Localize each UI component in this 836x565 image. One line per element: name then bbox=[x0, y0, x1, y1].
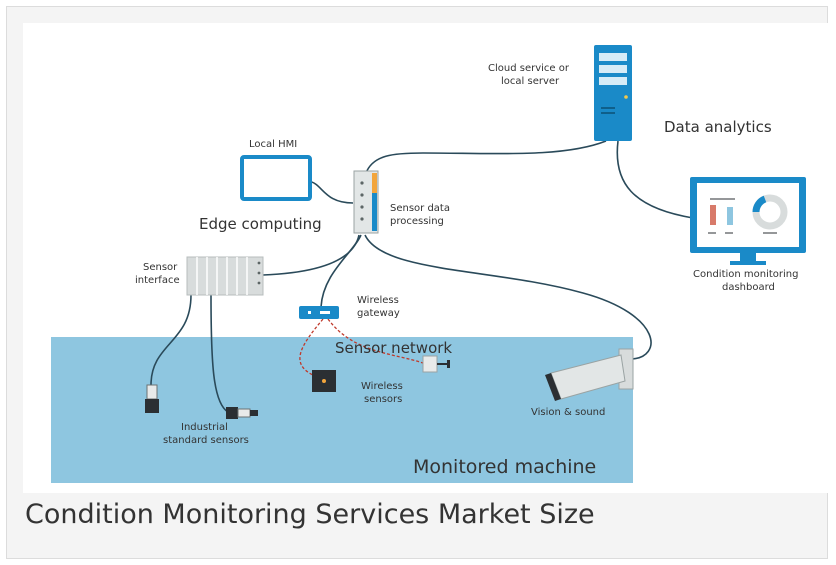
sensor-data-label-line1: Sensor data bbox=[390, 203, 450, 214]
vision-sound-label: Vision & sound bbox=[531, 407, 605, 418]
cable-server-dashboard bbox=[616, 140, 694, 219]
dashboard-monitor-icon bbox=[690, 177, 806, 265]
cable-server-edge bbox=[365, 140, 607, 174]
figure-card: Cloud service or local server Data analy… bbox=[6, 6, 829, 559]
wireless-sensors-label-line1: Wireless bbox=[361, 381, 403, 392]
cable-hmi-edge bbox=[307, 180, 354, 204]
condition-monitoring-diagram: Cloud service or local server Data analy… bbox=[51, 45, 806, 483]
sensor-interface-icon bbox=[186, 256, 264, 296]
sensor-interface-label-line2: interface bbox=[135, 275, 180, 286]
cable-interface-sensor1 bbox=[150, 294, 192, 386]
cable-edge-interface bbox=[262, 234, 360, 276]
industrial-sensor-horizontal-icon bbox=[226, 407, 258, 419]
cloud-service-label-line2: local server bbox=[501, 76, 560, 87]
vision-camera-icon bbox=[545, 348, 634, 401]
wireless-sensor-probe-icon bbox=[422, 355, 450, 373]
monitored-machine-label: Monitored machine bbox=[413, 456, 596, 478]
cable-edge-gateway bbox=[320, 234, 362, 308]
sensor-network-label: Sensor network bbox=[335, 339, 452, 357]
sensor-interface-label-line1: Sensor bbox=[143, 262, 178, 273]
dashboard-label-line1: Condition monitoring bbox=[693, 269, 799, 280]
wireless-sensors-label-line2: sensors bbox=[364, 394, 402, 405]
edge-computing-label: Edge computing bbox=[199, 215, 322, 233]
wireless-gateway-label-line2: gateway bbox=[357, 308, 400, 319]
cloud-service-label-line1: Cloud service or bbox=[488, 63, 570, 74]
cloud-server-icon bbox=[594, 45, 632, 141]
diagram-image: Cloud service or local server Data analy… bbox=[23, 23, 829, 493]
wireless-gateway-label-line1: Wireless bbox=[357, 295, 399, 306]
wireless-link-2 bbox=[327, 318, 424, 364]
wireless-links bbox=[299, 318, 424, 376]
cable-edge-vision bbox=[364, 234, 652, 360]
industrial-sensors-label-line1: Industrial bbox=[181, 422, 228, 433]
edge-computing-icon bbox=[353, 170, 379, 234]
industrial-sensors-label-line2: standard sensors bbox=[163, 435, 249, 446]
local-hmi-label: Local HMI bbox=[249, 139, 297, 150]
wireless-gateway-icon bbox=[299, 306, 339, 319]
wireless-link-1 bbox=[299, 318, 324, 376]
cable-interface-sensor2 bbox=[210, 294, 229, 413]
dashboard-label-line2: dashboard bbox=[722, 282, 775, 293]
sensor-data-label-line2: processing bbox=[390, 216, 444, 227]
industrial-sensor-vertical-icon bbox=[145, 384, 159, 413]
figure-caption: Condition Monitoring Services Market Siz… bbox=[25, 499, 595, 530]
local-hmi-icon bbox=[240, 155, 312, 201]
data-analytics-label: Data analytics bbox=[664, 118, 772, 136]
wireless-sensor-box-icon bbox=[312, 370, 336, 392]
